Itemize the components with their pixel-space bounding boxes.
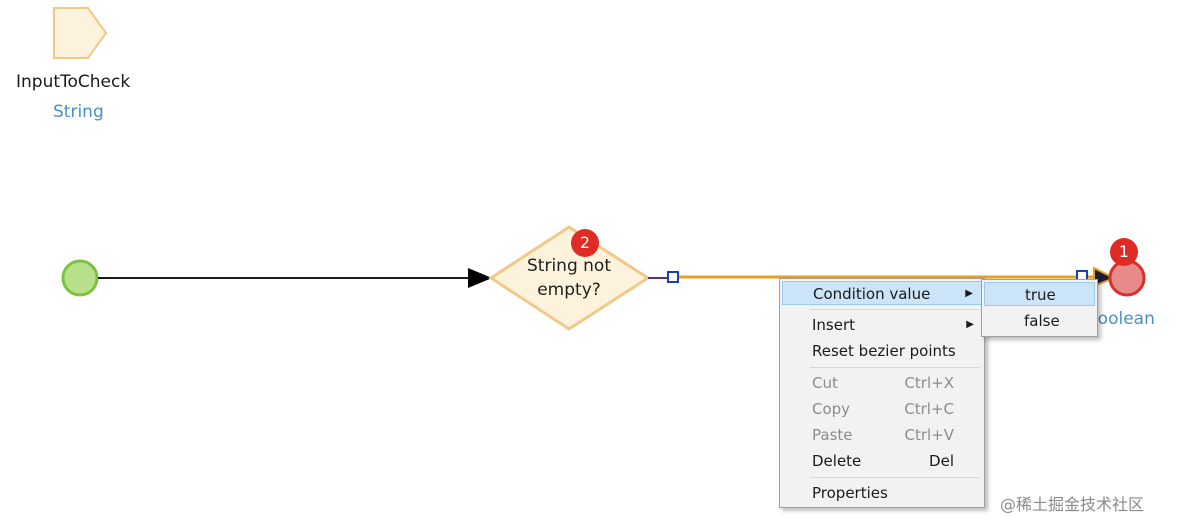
parameter-shape[interactable] [53, 7, 108, 59]
menu-item-properties[interactable]: Properties [782, 481, 982, 505]
parameter-name: InputToCheck [16, 72, 131, 92]
menu-shortcut-cut: Ctrl+X [904, 374, 954, 392]
menu-label-condition-value: Condition value [813, 285, 931, 303]
menu-label-properties: Properties [812, 484, 888, 502]
menu-shortcut-delete: Del [929, 452, 954, 470]
menu-label-reset-bezier: Reset bezier points [812, 342, 956, 360]
context-menu: Condition value ▶ Insert ▶ Reset bezier … [779, 278, 985, 508]
menu-separator [810, 309, 980, 310]
end-event-return-type: Boolean [1086, 309, 1155, 329]
menu-item-paste[interactable]: Paste Ctrl+V [782, 423, 982, 447]
menu-label-paste: Paste [812, 426, 853, 444]
menu-item-delete[interactable]: Delete Del [782, 449, 982, 473]
menu-label-insert: Insert [812, 316, 856, 334]
end-event[interactable] [1108, 259, 1146, 297]
submenu-item-true[interactable]: true [984, 282, 1095, 306]
condition-value-submenu: true false [981, 279, 1098, 337]
submenu-item-false[interactable]: false [984, 309, 1095, 333]
end-event-error-badge[interactable]: 1 [1110, 238, 1138, 266]
flow-arrowhead [468, 268, 492, 288]
submenu-arrow-icon: ▶ [965, 288, 973, 299]
menu-item-reset-bezier[interactable]: Reset bezier points [782, 339, 982, 363]
menu-shortcut-copy: Ctrl+C [904, 400, 954, 418]
menu-item-insert[interactable]: Insert ▶ [782, 313, 982, 337]
menu-separator [810, 477, 980, 478]
bezier-handle-start[interactable] [667, 271, 679, 283]
decision-line-2: empty? [537, 280, 601, 300]
menu-label-cut: Cut [812, 374, 838, 392]
start-event[interactable] [61, 259, 99, 297]
parameter-type: String [53, 102, 104, 122]
submenu-arrow-icon: ▶ [966, 319, 974, 330]
menu-label-copy: Copy [812, 400, 851, 418]
decision-caption: String not empty? [509, 254, 629, 302]
flow-arrowhead-end [1093, 266, 1117, 288]
menu-separator [810, 367, 980, 368]
menu-label-delete: Delete [812, 452, 862, 470]
watermark-text: @稀土掘金技术社区 [1000, 495, 1145, 514]
decision-line-1: String not [527, 256, 611, 276]
decision-error-badge[interactable]: 2 [571, 229, 599, 257]
menu-item-condition-value[interactable]: Condition value ▶ [782, 281, 982, 305]
menu-shortcut-paste: Ctrl+V [904, 426, 954, 444]
menu-item-cut[interactable]: Cut Ctrl+X [782, 371, 982, 395]
submenu-label-false: false [1024, 312, 1060, 330]
decision-shape[interactable] [488, 225, 651, 331]
submenu-label-true: true [1025, 286, 1056, 304]
menu-item-copy[interactable]: Copy Ctrl+C [782, 397, 982, 421]
